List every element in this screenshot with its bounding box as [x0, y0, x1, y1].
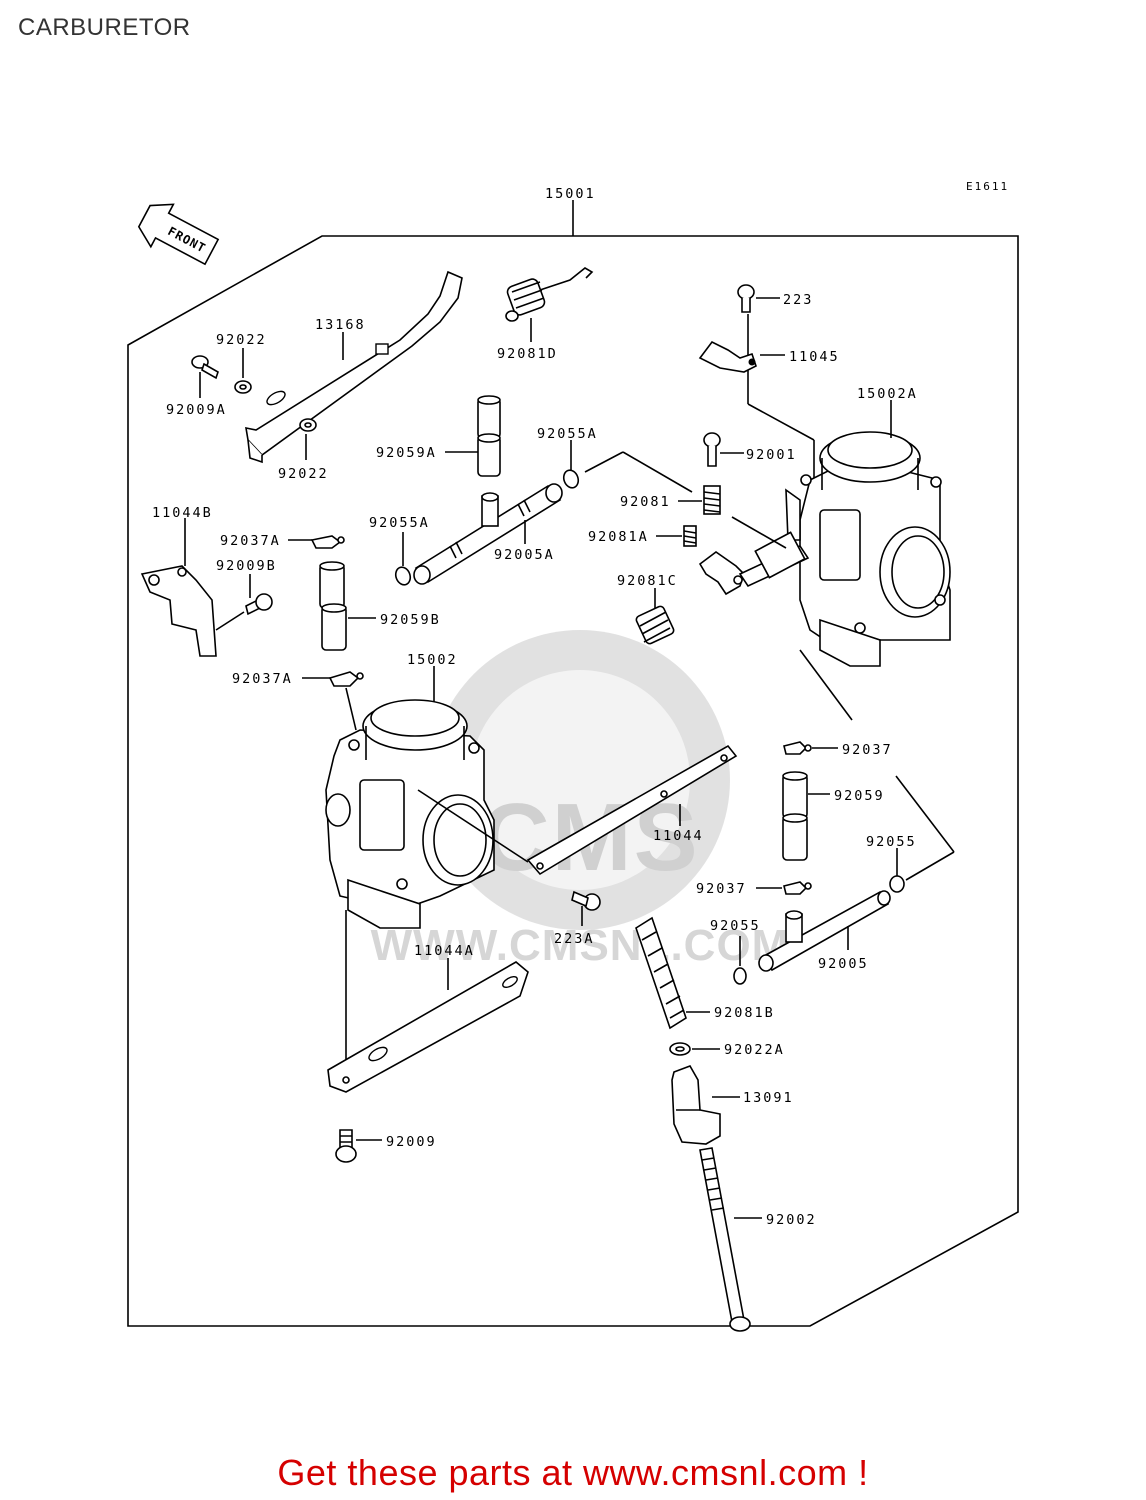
label-15002A: 15002A	[857, 386, 918, 402]
part-92081-spring	[703, 485, 721, 515]
label-92037-bot: 92037	[696, 881, 747, 897]
part-223-screw	[737, 284, 755, 313]
label-92002: 92002	[766, 1212, 817, 1228]
label-92022A: 92022A	[724, 1042, 785, 1058]
part-15002A-carburetor	[785, 431, 951, 667]
part-11044A-plate	[327, 961, 529, 1093]
label-92005A: 92005A	[494, 547, 555, 563]
label-11044A: 11044A	[414, 943, 475, 959]
label-92001: 92001	[746, 447, 797, 463]
part-92009B-screw	[245, 593, 273, 616]
label-11045: 11045	[789, 349, 840, 365]
part-92001-screw	[703, 432, 721, 467]
label-13091: 13091	[743, 1090, 794, 1106]
label-92081C: 92081C	[617, 573, 678, 589]
label-92009B: 92009B	[216, 558, 277, 574]
label-92055-right: 92055	[866, 834, 917, 850]
part-223A-screw	[571, 890, 601, 911]
part-92059-hose	[782, 771, 808, 861]
part-92002-screw	[699, 1147, 751, 1332]
part-11044B-bracket	[140, 565, 217, 657]
part-92081B-spring	[635, 916, 687, 1030]
part-throttle-link	[698, 531, 810, 596]
part-92005-fuel-fitting	[758, 890, 891, 972]
part-92022-washer-top	[234, 380, 252, 394]
page-title: CARBURETOR	[18, 14, 191, 41]
label-92022-top: 92022	[216, 332, 267, 348]
front-arrow-icon: FRONT	[137, 203, 220, 266]
part-92081A-spring	[683, 525, 697, 547]
watermark-url: WWW.CMSNL.COM	[371, 921, 790, 970]
part-15002-carburetor	[325, 699, 495, 929]
part-13168-bracket	[245, 270, 463, 464]
label-92081D: 92081D	[497, 346, 558, 362]
part-92037A-clip-mid	[328, 671, 364, 687]
label-92037A-top: 92037A	[220, 533, 281, 549]
part-92059B-hose	[319, 561, 347, 651]
part-11045-clip	[698, 340, 757, 373]
label-92055A-top: 92055A	[537, 426, 598, 442]
label-92055-mid: 92055	[710, 918, 761, 934]
part-92081D-spring	[505, 267, 594, 322]
part-92055A-oring-left	[394, 566, 412, 586]
label-92022-bot: 92022	[278, 466, 329, 482]
label-11044B: 11044B	[152, 505, 213, 521]
label-15002: 15002	[407, 652, 458, 668]
part-92055-oring-mid	[733, 967, 747, 985]
part-92022-washer-bot	[299, 418, 317, 432]
label-223: 223	[783, 292, 813, 308]
label-92037-top: 92037	[842, 742, 893, 758]
label-92081B: 92081B	[714, 1005, 775, 1021]
part-92055A-oring-top	[562, 469, 580, 489]
label-223A: 223A	[554, 931, 595, 947]
label-92059A: 92059A	[376, 445, 437, 461]
part-11044-plate	[526, 744, 738, 876]
label-11044: 11044	[653, 828, 704, 844]
part-92055-oring-right	[889, 875, 905, 893]
part-92009A-screw	[191, 355, 219, 380]
part-92022A-washer	[669, 1042, 691, 1056]
part-92081C-spring	[635, 605, 675, 645]
label-92055A-left: 92055A	[369, 515, 430, 531]
footer-cta-link[interactable]: Get these parts at www.cmsnl.com !	[277, 1452, 869, 1493]
label-92037A-mid: 92037A	[232, 671, 293, 687]
label-15001: 15001	[545, 186, 596, 202]
label-92081A: 92081A	[588, 529, 649, 545]
kit-frame	[127, 235, 1019, 1327]
label-92059B: 92059B	[380, 612, 441, 628]
part-92037-clip-bot	[783, 881, 812, 895]
label-92081: 92081	[620, 494, 671, 510]
part-92005A-fuel-tee	[413, 483, 563, 585]
part-92009-screw	[335, 1129, 357, 1163]
label-92009: 92009	[386, 1134, 437, 1150]
part-92059A-hose	[477, 395, 501, 477]
label-13168: 13168	[315, 317, 366, 333]
diagram-code: E1611	[966, 180, 1009, 193]
label-92005: 92005	[818, 956, 869, 972]
part-13091-holder	[671, 1065, 721, 1145]
part-92037A-clip-top	[310, 535, 345, 549]
label-92059: 92059	[834, 788, 885, 804]
watermark-logo: CMS WWW.CMSNL.COM	[371, 630, 790, 970]
part-92037-clip-top	[783, 741, 812, 755]
label-92009A: 92009A	[166, 402, 227, 418]
